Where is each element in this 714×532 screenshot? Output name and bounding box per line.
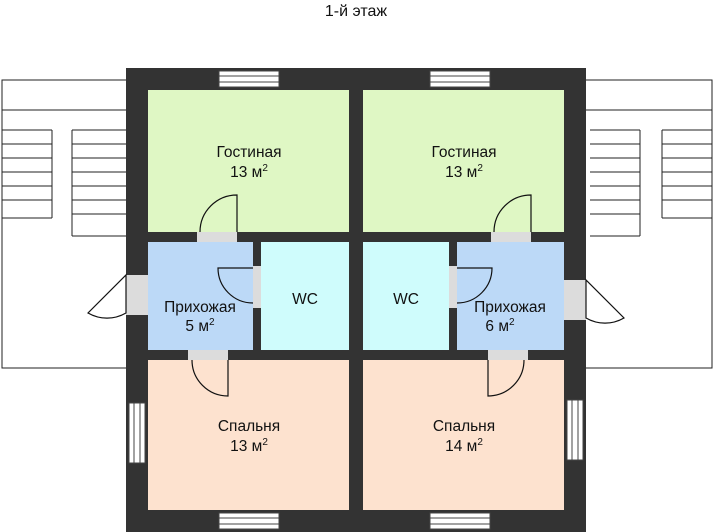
right-staircase <box>586 79 713 369</box>
living-left-name: Гостиная <box>216 144 281 161</box>
room-wc-left <box>261 242 349 350</box>
living-right-name: Гостиная <box>431 144 496 161</box>
living-right-area: 13 м2 <box>445 163 483 181</box>
door-openings <box>126 232 586 360</box>
room-living-left <box>148 90 349 232</box>
floor-title: 1-й этаж <box>325 3 387 20</box>
room-bedroom-left <box>148 360 349 510</box>
hall-right-name: Прихожая <box>474 299 546 316</box>
room-living-right <box>363 90 564 232</box>
door-swings <box>87 194 625 397</box>
bedroom-right-name: Спальня <box>433 418 495 435</box>
room-hall-left <box>148 242 253 350</box>
wc-left-name: WC <box>292 291 318 308</box>
wc-right-name: WC <box>393 291 419 308</box>
hall-left-name: Прихожая <box>164 299 236 316</box>
windows <box>128 70 584 530</box>
bedroom-left-area: 13 м2 <box>230 437 268 455</box>
room-wc-right <box>363 242 449 350</box>
room-hall-right <box>457 242 564 350</box>
left-staircase <box>1 79 128 369</box>
bedroom-left-name: Спальня <box>218 418 280 435</box>
bedroom-right-area: 14 м2 <box>445 437 483 455</box>
hall-right-area: 6 м2 <box>485 317 515 335</box>
living-left-area: 13 м2 <box>230 163 268 181</box>
hall-left-area: 5 м2 <box>185 317 215 335</box>
room-bedroom-right <box>363 360 564 510</box>
